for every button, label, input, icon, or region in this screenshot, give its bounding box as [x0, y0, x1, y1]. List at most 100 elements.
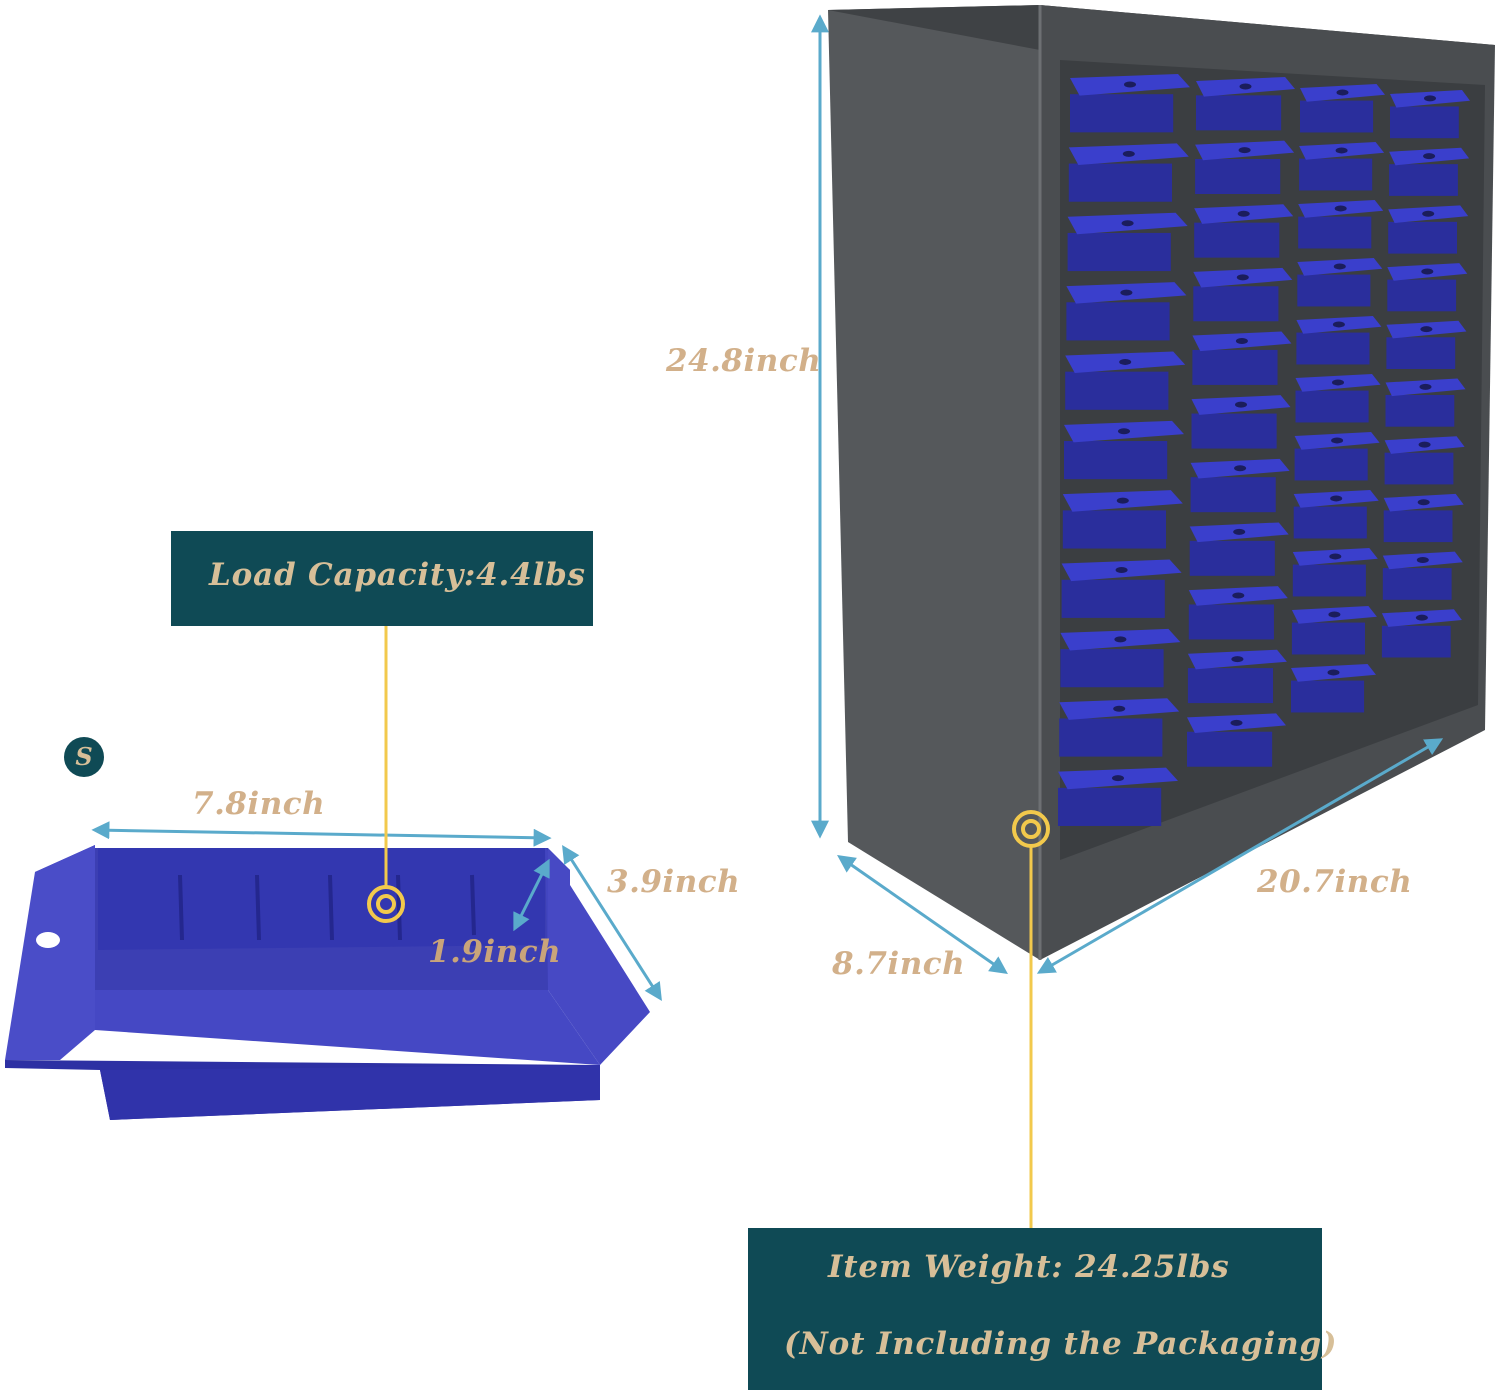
- cabinet-drawer-handle-hole: [1113, 705, 1126, 712]
- cabinet-drawer-handle-hole: [1234, 465, 1247, 472]
- cabinet-drawer-handle-hole: [1239, 83, 1252, 90]
- cabinet-drawer-handle-hole: [1232, 592, 1245, 599]
- cabinet-drawer-body: [1066, 302, 1170, 341]
- cabinet-drawer-handle-hole: [1235, 338, 1248, 344]
- cabinet-drawer-handle-hole: [1336, 89, 1349, 96]
- cabinet-drawer-handle-hole: [1230, 719, 1243, 726]
- cabinet-drawer-handle-hole: [1112, 775, 1124, 782]
- cabinet-drawer-handle-hole: [1419, 383, 1432, 390]
- item-weight-callout: Item Weight: 24.25lbs (Not Including the…: [748, 1228, 1337, 1390]
- drawer-depth-label: 3.9inch: [607, 864, 741, 900]
- cabinet-drawer-handle-hole: [1237, 210, 1250, 217]
- cabinet-height-label: 24.8inch: [666, 343, 822, 379]
- cabinet-drawer-body: [1064, 441, 1168, 480]
- cabinet-drawer-body: [1070, 94, 1174, 133]
- cabinet-drawer-body: [1385, 394, 1455, 427]
- cabinet-drawer-body: [1383, 510, 1453, 543]
- cabinet-drawer-body: [1058, 787, 1162, 826]
- cabinet-drawer-body: [1187, 731, 1273, 767]
- cabinet-drawer-handle-hole: [1118, 428, 1130, 435]
- cabinet-drawer-body: [1384, 452, 1454, 485]
- cabinet-drawer-handle-hole: [1332, 321, 1345, 328]
- cabinet-drawer-handle-hole: [1331, 437, 1344, 444]
- cabinet-drawer-handle-hole: [1114, 636, 1127, 643]
- cabinet-drawer-handle-hole: [1418, 441, 1431, 448]
- drawer-height-label: 1.9inch: [428, 934, 562, 970]
- cabinet-drawer-body: [1061, 579, 1165, 618]
- cabinet-drawer-handle-hole: [1334, 205, 1347, 212]
- cabinet-drawer-handle-hole: [1330, 495, 1343, 502]
- load-capacity-callout: Load Capacity:4.4lbs: [171, 531, 593, 626]
- cabinet-drawer-body: [1060, 649, 1164, 688]
- cabinet-drawer-body: [1298, 216, 1372, 249]
- cabinet-drawer-body: [1192, 349, 1278, 385]
- cabinet-drawer-body: [1293, 506, 1367, 539]
- cabinet-width-label: 20.7inch: [1257, 864, 1413, 900]
- cabinet-drawer-handle-hole: [1120, 289, 1133, 296]
- cabinet-drawer-body: [1194, 222, 1280, 258]
- cabinet-drawer-body: [1190, 477, 1276, 513]
- cabinet-drawer-handle-hole: [1235, 401, 1247, 408]
- cabinet-drawer-body: [1299, 158, 1373, 191]
- cabinet-drawer-handle-hole: [1424, 95, 1436, 102]
- cabinet-drawer-body: [1189, 540, 1275, 576]
- cabinet-drawer-body: [1381, 625, 1451, 658]
- cabinet-drawer-handle-hole: [1122, 150, 1135, 157]
- cabinet-drawer-body: [1193, 286, 1279, 322]
- cabinet-drawer-body: [1059, 718, 1163, 757]
- cabinet-drawer-body: [1196, 95, 1282, 131]
- size-badge: S: [64, 737, 104, 777]
- cabinet-drawer-handle-hole: [1327, 669, 1340, 676]
- cabinet-drawer-handle-hole: [1332, 379, 1344, 386]
- cabinet-drawer-handle-hole: [1415, 614, 1428, 621]
- cabinet-drawer-body: [1191, 413, 1277, 449]
- cabinet-drawer-body: [1386, 337, 1456, 369]
- cabinet-drawer-handle-hole: [1116, 497, 1129, 504]
- cabinet-drawer-body: [1294, 448, 1368, 481]
- cabinet-depth-label: 8.7inch: [832, 946, 966, 982]
- cabinet-drawer-body: [1296, 332, 1370, 365]
- cabinet-drawer-handle-hole: [1421, 268, 1434, 275]
- cabinet-drawer-body: [1295, 390, 1369, 423]
- cabinet-drawer-body: [1297, 274, 1371, 307]
- cabinet-drawer-handle-hole: [1119, 358, 1132, 365]
- cabinet-drawer-handle-hole: [1121, 220, 1134, 227]
- cabinet-drawer-body: [1292, 564, 1366, 597]
- cabinet-illustration: [811, 5, 1495, 1228]
- cabinet-drawer-handle-hole: [1416, 556, 1429, 563]
- cabinet-drawer-body: [1188, 604, 1274, 640]
- cabinet-drawer-body: [1065, 371, 1169, 410]
- cabinet-drawer-body: [1068, 163, 1172, 202]
- cabinet-drawer-body: [1195, 159, 1281, 194]
- cabinet-drawer-body: [1387, 279, 1457, 312]
- cabinet-drawer-body: [1062, 510, 1166, 549]
- cabinet-drawer-handle-hole: [1420, 326, 1433, 333]
- cabinet-drawer-handle-hole: [1328, 611, 1341, 618]
- cabinet-drawer-handle-hole: [1423, 153, 1436, 160]
- cabinet-drawer-handle-hole: [1417, 499, 1430, 506]
- cabinet-drawer-handle-hole: [1333, 263, 1346, 270]
- cabinet-drawer-handle-hole: [1236, 274, 1249, 281]
- cabinet-drawer-handle-hole: [1233, 528, 1246, 535]
- cabinet-drawer-handle-hole: [1124, 81, 1136, 88]
- cabinet-drawer-body: [1382, 568, 1452, 600]
- cabinet-drawer-handle-hole: [1335, 147, 1348, 154]
- cabinet-drawer-handle-hole: [1238, 147, 1251, 154]
- cabinet-drawer-handle-hole: [1329, 553, 1342, 560]
- cabinet-drawer-body: [1291, 622, 1365, 655]
- cabinet-drawer-handle-hole: [1231, 656, 1244, 663]
- cabinet-drawer-body: [1388, 221, 1457, 254]
- item-weight-text: Item Weight: 24.25lbs: [828, 1249, 1230, 1285]
- load-capacity-text: Load Capacity:4.4lbs: [209, 557, 586, 593]
- cabinet-drawer-body: [1291, 680, 1365, 713]
- small-drawer-illustration: [5, 626, 662, 1120]
- cabinet-drawer-handle-hole: [1115, 567, 1128, 574]
- drawer-width-label: 7.8inch: [192, 786, 326, 822]
- cabinet-drawer-body: [1390, 106, 1459, 139]
- cabinet-drawer-body: [1067, 232, 1171, 272]
- packaging-note-text: (Not Including the Packaging): [784, 1326, 1338, 1362]
- cabinet-drawer-body: [1389, 164, 1458, 196]
- cabinet-drawer-body: [1300, 100, 1374, 133]
